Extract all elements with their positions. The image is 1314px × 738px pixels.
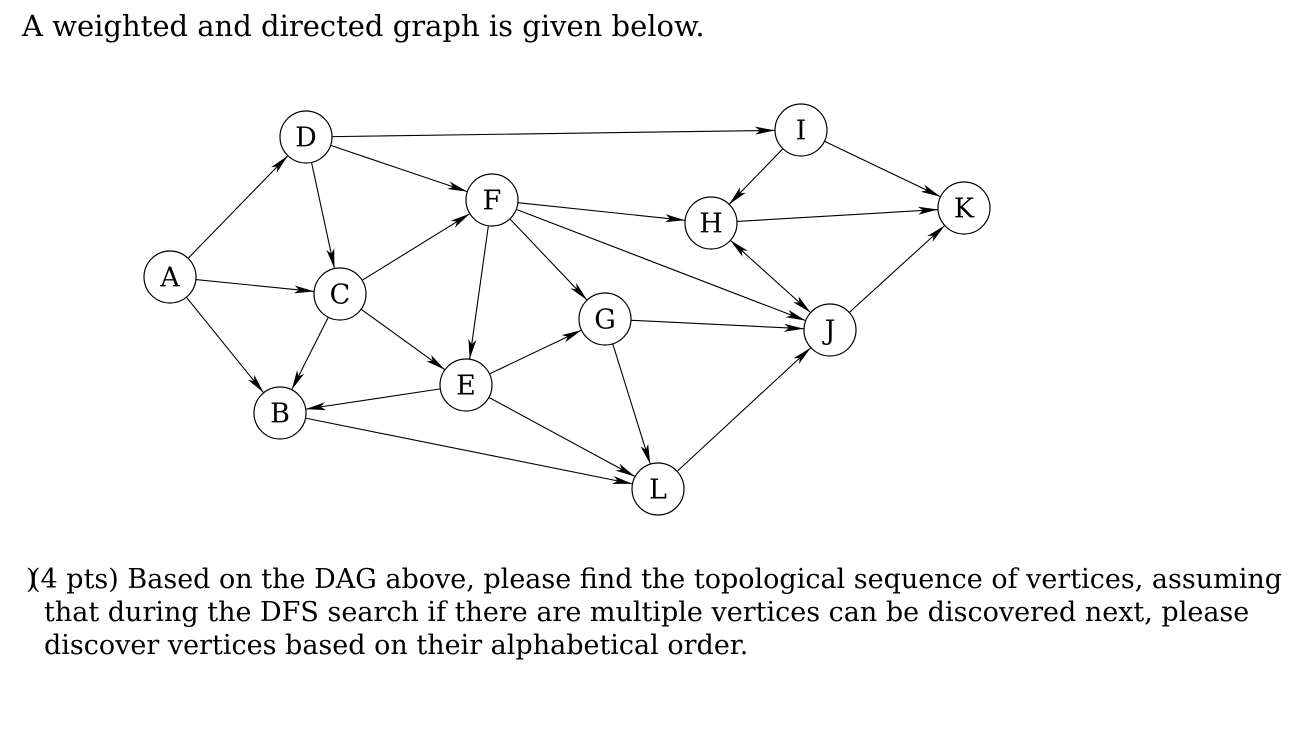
edge-c-f <box>361 213 471 281</box>
node-label: E <box>456 371 476 402</box>
edge-g-j <box>630 319 805 332</box>
node-label: J <box>822 316 836 347</box>
node-label: L <box>649 475 667 506</box>
edge-a-c <box>195 279 315 294</box>
edge-a-b <box>185 296 265 394</box>
node-circle <box>313 267 367 321</box>
question-line-3: discover vertices based on their alphabe… <box>44 630 749 661</box>
edge-c-e <box>360 308 446 371</box>
edge-i-h <box>728 148 784 205</box>
edge-c-b <box>291 316 329 391</box>
intro-text: A weighted and directed graph is given b… <box>22 9 705 43</box>
edge-d-i <box>331 126 776 138</box>
node-c: C <box>313 267 367 321</box>
edge-e-g <box>489 329 582 375</box>
node-l: L <box>631 462 685 516</box>
edge-g-l <box>612 343 651 465</box>
node-g: G <box>578 292 632 346</box>
node-circle <box>439 358 493 412</box>
edge-j-k <box>848 225 946 313</box>
node-circle <box>143 250 197 304</box>
edge-e-l <box>488 396 636 478</box>
node-circle <box>803 303 857 357</box>
node-circle <box>631 462 685 516</box>
question-marker: ) <box>26 564 37 595</box>
node-f: F <box>465 173 519 227</box>
node-i: I <box>774 103 828 157</box>
node-circle <box>774 103 828 157</box>
node-e: E <box>439 358 493 412</box>
node-label: I <box>796 116 807 147</box>
node-label: D <box>295 123 317 154</box>
edge-a-d <box>187 155 289 259</box>
node-h: H <box>684 196 738 250</box>
node-j: J <box>803 303 857 357</box>
node-label: C <box>330 280 351 311</box>
edge-d-f <box>330 144 468 193</box>
edge-h-j <box>729 239 812 314</box>
edge-d-c <box>310 162 336 269</box>
edge-i-k <box>824 140 941 198</box>
node-circle <box>684 196 738 250</box>
node-label: F <box>483 186 502 217</box>
node-circle <box>465 173 519 227</box>
edge-f-j <box>516 208 806 322</box>
node-label: A <box>159 263 180 294</box>
node-circle <box>937 181 991 235</box>
edge-f-h <box>517 202 686 223</box>
node-circle <box>279 110 333 164</box>
question-line-1: (4 pts) Based on the DAG above, please f… <box>30 564 1283 595</box>
node-d: D <box>279 110 333 164</box>
question-block: ) (4 pts) Based on the DAG above, please… <box>26 563 1283 662</box>
node-b: B <box>253 386 307 440</box>
node-a: A <box>143 250 197 304</box>
node-label: H <box>699 209 723 240</box>
node-label: B <box>270 399 290 430</box>
node-label: K <box>954 194 975 225</box>
edge-f-e <box>468 225 489 360</box>
edge-e-b <box>305 388 441 411</box>
node-circle <box>253 386 307 440</box>
edge-l-j <box>676 347 812 472</box>
node-k: K <box>937 181 991 235</box>
edge-b-l <box>305 417 633 485</box>
node-circle <box>578 292 632 346</box>
node-label: G <box>594 305 616 336</box>
question-line-2: that during the DFS search if there are … <box>44 597 1250 628</box>
edge-f-g <box>509 218 588 301</box>
edge-h-k <box>736 206 939 223</box>
